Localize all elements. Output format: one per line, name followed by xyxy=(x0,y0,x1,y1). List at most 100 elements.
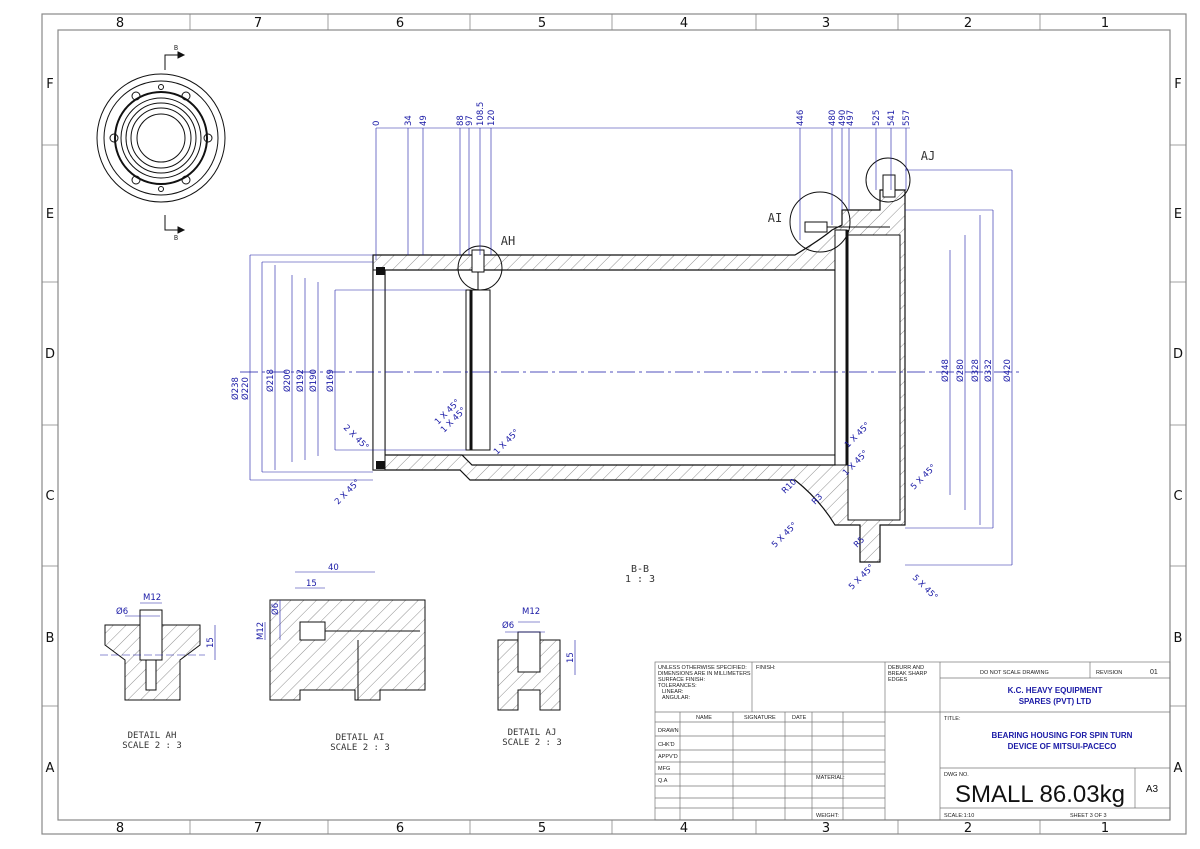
dim-label: 49 xyxy=(419,115,429,126)
outer-border xyxy=(41,13,1187,835)
chamfer-label: 1 X 45° xyxy=(492,428,521,457)
chamfer-label: 2 X 45° xyxy=(333,478,362,507)
detail-dim-label: M12 xyxy=(522,607,540,617)
zone-col-label: 5 xyxy=(538,16,546,31)
dim-label: Ø332 xyxy=(983,359,994,382)
dim-label: 88 xyxy=(456,115,466,126)
zone-ticks xyxy=(42,14,1186,834)
zone-col-label: 3 xyxy=(822,16,830,31)
detail-circle-ai xyxy=(789,191,851,253)
title-block-grid xyxy=(654,661,1171,821)
zone-col-label: 2 xyxy=(964,16,972,31)
tb-material-label: MATERIAL: xyxy=(816,775,845,781)
zone-col-label: 7 xyxy=(254,16,262,31)
section-marker-label: B xyxy=(174,44,178,52)
zone-col-label: 5 xyxy=(538,821,546,836)
detail-scale: SCALE 2 : 3 xyxy=(502,738,562,748)
detail-aj-view xyxy=(497,621,576,711)
detail-circle-label: AI xyxy=(768,211,782,225)
section-cut-markers xyxy=(164,51,186,234)
dim-label: Ø192 xyxy=(295,369,306,392)
dim-label: Ø190 xyxy=(308,369,319,392)
tb-col-header: SIGNATURE xyxy=(744,715,776,721)
dim-label: 34 xyxy=(404,115,414,126)
dim-label: 480 xyxy=(828,110,838,126)
tb-note: DIMENSIONS ARE IN MILLIMETERS xyxy=(658,671,751,677)
detail-title: DETAIL AH xyxy=(128,731,177,741)
tb-do-not-scale: DO NOT SCALE DRAWING xyxy=(980,670,1049,676)
tb-dwg-no: SMALL 86.03kg xyxy=(955,781,1125,808)
dim-label: 97 xyxy=(465,115,475,126)
detail-ah-view xyxy=(100,602,216,701)
zone-row-label: A xyxy=(46,761,55,776)
top-dimension-labels: 0 34 49 88 97 108.5 120 446 480 490 497 … xyxy=(372,102,912,126)
detail-dim-label: Ø6 xyxy=(502,620,514,631)
tb-row-label: MFG xyxy=(658,766,670,772)
chamfer-label: 5 X 45° xyxy=(770,521,799,550)
detail-title: DETAIL AJ xyxy=(508,728,557,738)
dim-label: Ø280 xyxy=(955,359,966,382)
tb-title: DEVICE OF MITSUI-PACECO xyxy=(1008,742,1117,751)
zone-row-label: C xyxy=(45,489,54,504)
tb-note: LINEAR: xyxy=(662,689,684,695)
detail-dim-label: M12 xyxy=(256,622,266,640)
tb-finish: FINISH: xyxy=(756,665,776,671)
dim-label: 108.5 xyxy=(476,102,486,126)
zone-col-label: 4 xyxy=(680,821,688,836)
housing-section xyxy=(240,174,1020,563)
dim-label: Ø220 xyxy=(240,377,251,400)
tb-col-header: DATE xyxy=(792,715,807,721)
tb-title-label: TITLE: xyxy=(944,716,961,722)
tb-sheet: SHEET 3 OF 3 xyxy=(1070,813,1107,819)
detail-dim-label: 15 xyxy=(566,652,576,663)
detail-ai-view xyxy=(264,571,426,701)
tb-deburr: DEBURR AND xyxy=(888,665,924,671)
detail-circle-aj xyxy=(865,157,911,203)
dim-label: 557 xyxy=(902,110,912,126)
zone-col-label: 6 xyxy=(396,821,404,836)
tb-weight-label: WEIGHT: xyxy=(816,813,839,819)
detail-title: DETAIL AI xyxy=(336,733,385,743)
title-block-text: UNLESS OTHERWISE SPECIFIED: DIMENSIONS A… xyxy=(658,665,1159,819)
right-dimension-lines xyxy=(905,169,1013,566)
section-marker-label: B xyxy=(174,234,178,242)
detail-dim-label: 40 xyxy=(328,563,339,573)
tb-row-label: Q.A xyxy=(658,778,668,784)
top-dimension-lines xyxy=(375,127,910,260)
zone-col-label: 8 xyxy=(116,821,124,836)
tb-revision-label: REVISION xyxy=(1096,670,1122,676)
zone-col-label: 6 xyxy=(396,16,404,31)
detail-dim-label: M12 xyxy=(143,593,161,603)
dim-label: 446 xyxy=(796,110,806,126)
tb-company: K.C. HEAVY EQUIPMENT xyxy=(1008,686,1103,695)
chamfer-label: 5 X 45° xyxy=(909,463,938,492)
dim-label: Ø328 xyxy=(970,359,981,382)
tb-col-header: NAME xyxy=(696,715,712,721)
dim-label: 120 xyxy=(487,110,497,126)
tb-company: SPARES (PVT) LTD xyxy=(1019,697,1092,706)
tb-deburr: BREAK SHARP xyxy=(888,671,927,677)
tb-note: ANGULAR: xyxy=(662,695,691,701)
tb-deburr: EDGES xyxy=(888,677,908,683)
dim-label: Ø420 xyxy=(1002,359,1013,382)
dim-label: Ø169 xyxy=(325,369,336,392)
left-dimension-labels: Ø238 Ø220 Ø218 Ø200 Ø192 Ø190 Ø169 xyxy=(230,369,336,400)
dim-label: Ø200 xyxy=(282,369,293,392)
zone-row-label: D xyxy=(45,347,55,362)
left-dimension-lines xyxy=(249,254,466,481)
flange-end-view xyxy=(96,73,226,203)
dim-label: Ø238 xyxy=(230,377,241,400)
zone-col-label: 4 xyxy=(680,16,688,31)
dim-label: Ø218 xyxy=(265,369,276,392)
section-scale: 1 : 3 xyxy=(625,574,655,585)
tb-revision: 01 xyxy=(1150,669,1158,676)
detail-dim-label: 15 xyxy=(206,637,216,648)
zone-col-label: 8 xyxy=(116,16,124,31)
dim-label: 497 xyxy=(846,110,856,126)
zone-row-label: C xyxy=(1173,489,1182,504)
tb-scale: SCALE:1:10 xyxy=(944,813,974,819)
zone-row-label: B xyxy=(1174,631,1183,646)
chamfer-label: 5 X 45° xyxy=(910,573,939,602)
zone-row-label: D xyxy=(1173,347,1183,362)
